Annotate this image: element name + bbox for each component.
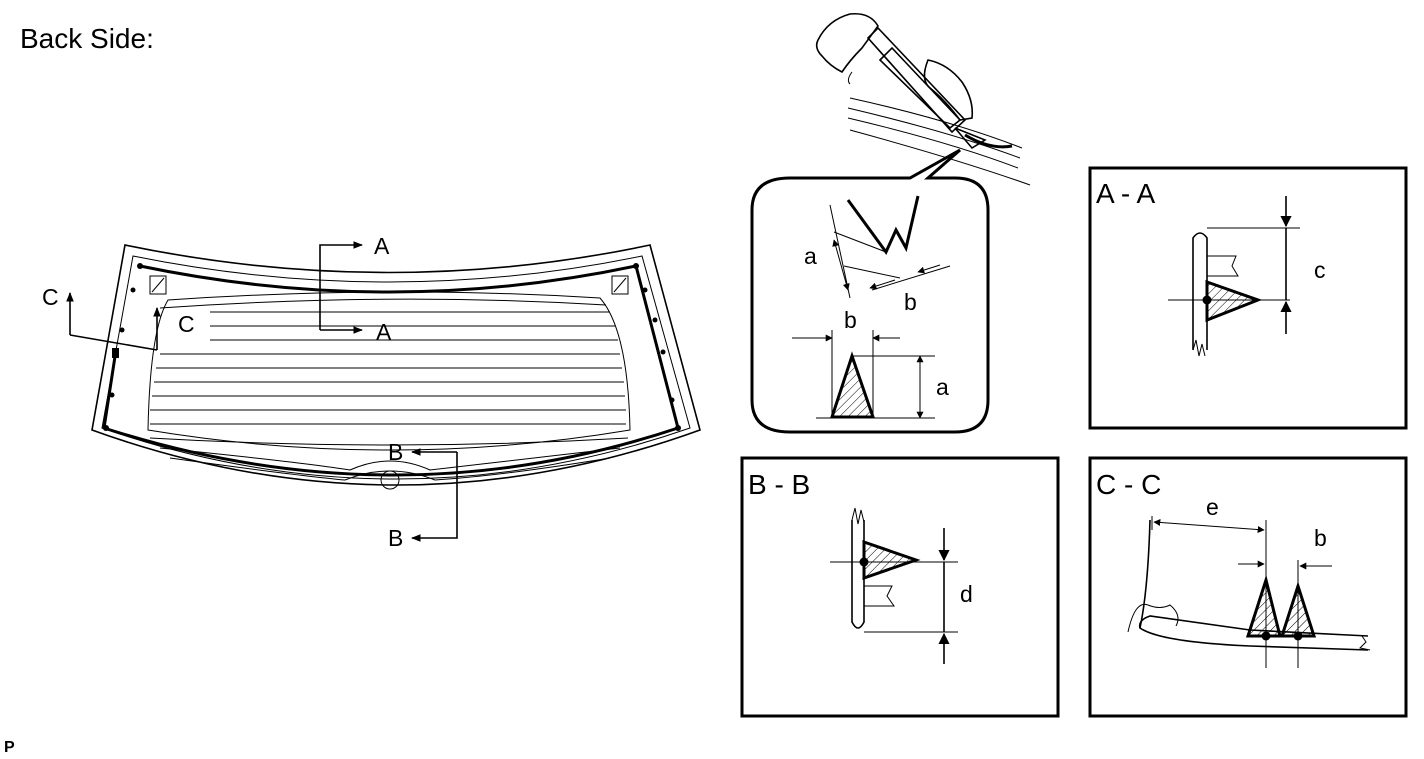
sealant-gun-illustration	[815, 12, 1031, 186]
detail-dim-a-upper: a	[804, 243, 817, 269]
detail-dim-a-lower: a	[936, 374, 949, 400]
section-marker-c: C C	[42, 284, 195, 351]
back-window-glass	[91, 244, 701, 490]
bead-detail-bubble: a b b a	[750, 148, 990, 434]
marker-b-bottom-label: B	[388, 525, 403, 551]
panel-cc-dim-e: e	[1206, 494, 1219, 520]
panel-bb-dim-d: d	[960, 581, 973, 607]
marker-c-right-label: C	[178, 311, 195, 337]
marker-b-top-label: B	[388, 439, 403, 465]
panel-cc-dim-b: b	[1314, 525, 1327, 551]
panel-aa-title: A - A	[1096, 178, 1155, 209]
marker-a-bottom-label: A	[376, 319, 392, 345]
section-panel-bb: B - B d	[740, 456, 1060, 718]
panel-aa-dim-c: c	[1314, 257, 1326, 283]
detail-dim-b-upper: b	[904, 289, 917, 315]
defogger-lines	[149, 311, 629, 446]
footer-code: P	[4, 739, 15, 756]
panel-cc-title: C - C	[1096, 469, 1161, 500]
page-heading: Back Side:	[20, 23, 154, 54]
section-panel-cc: C - C e b	[1088, 456, 1408, 718]
marker-a-top-label: A	[374, 233, 390, 259]
section-marker-a: A A	[319, 233, 392, 345]
detail-dim-b-lower: b	[844, 307, 857, 333]
section-panel-aa: A - A c	[1088, 166, 1408, 430]
panel-bb-title: B - B	[748, 469, 810, 500]
marker-c-left-label: C	[42, 284, 59, 310]
section-marker-b: B B	[388, 439, 458, 551]
